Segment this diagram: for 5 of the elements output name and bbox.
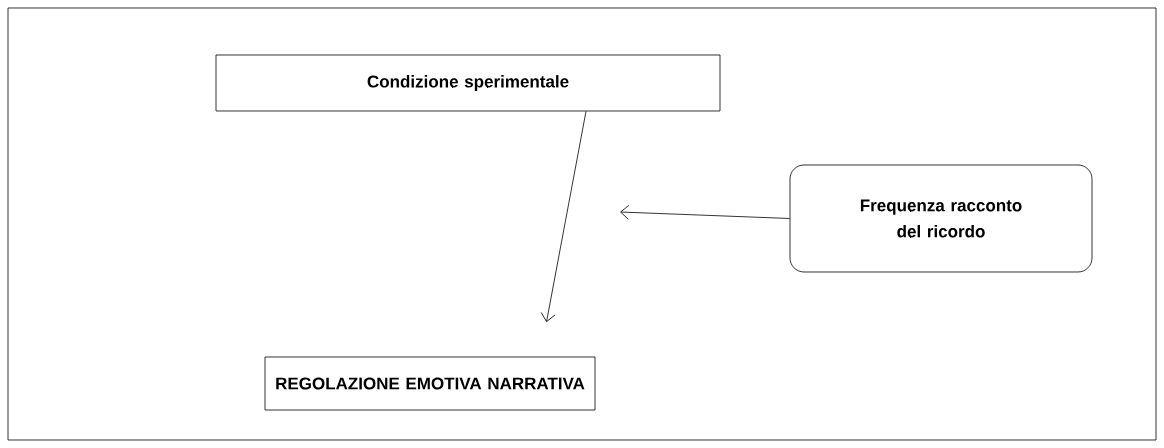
arrow [540, 111, 587, 322]
arrow [620, 204, 790, 220]
process-box: Condizione sperimentale [215, 54, 721, 112]
process-box: REGOLAZIONE EMOTIVA NARRATIVA [264, 356, 596, 411]
rounded-box: Frequenza racconto del ricordo [789, 164, 1093, 273]
